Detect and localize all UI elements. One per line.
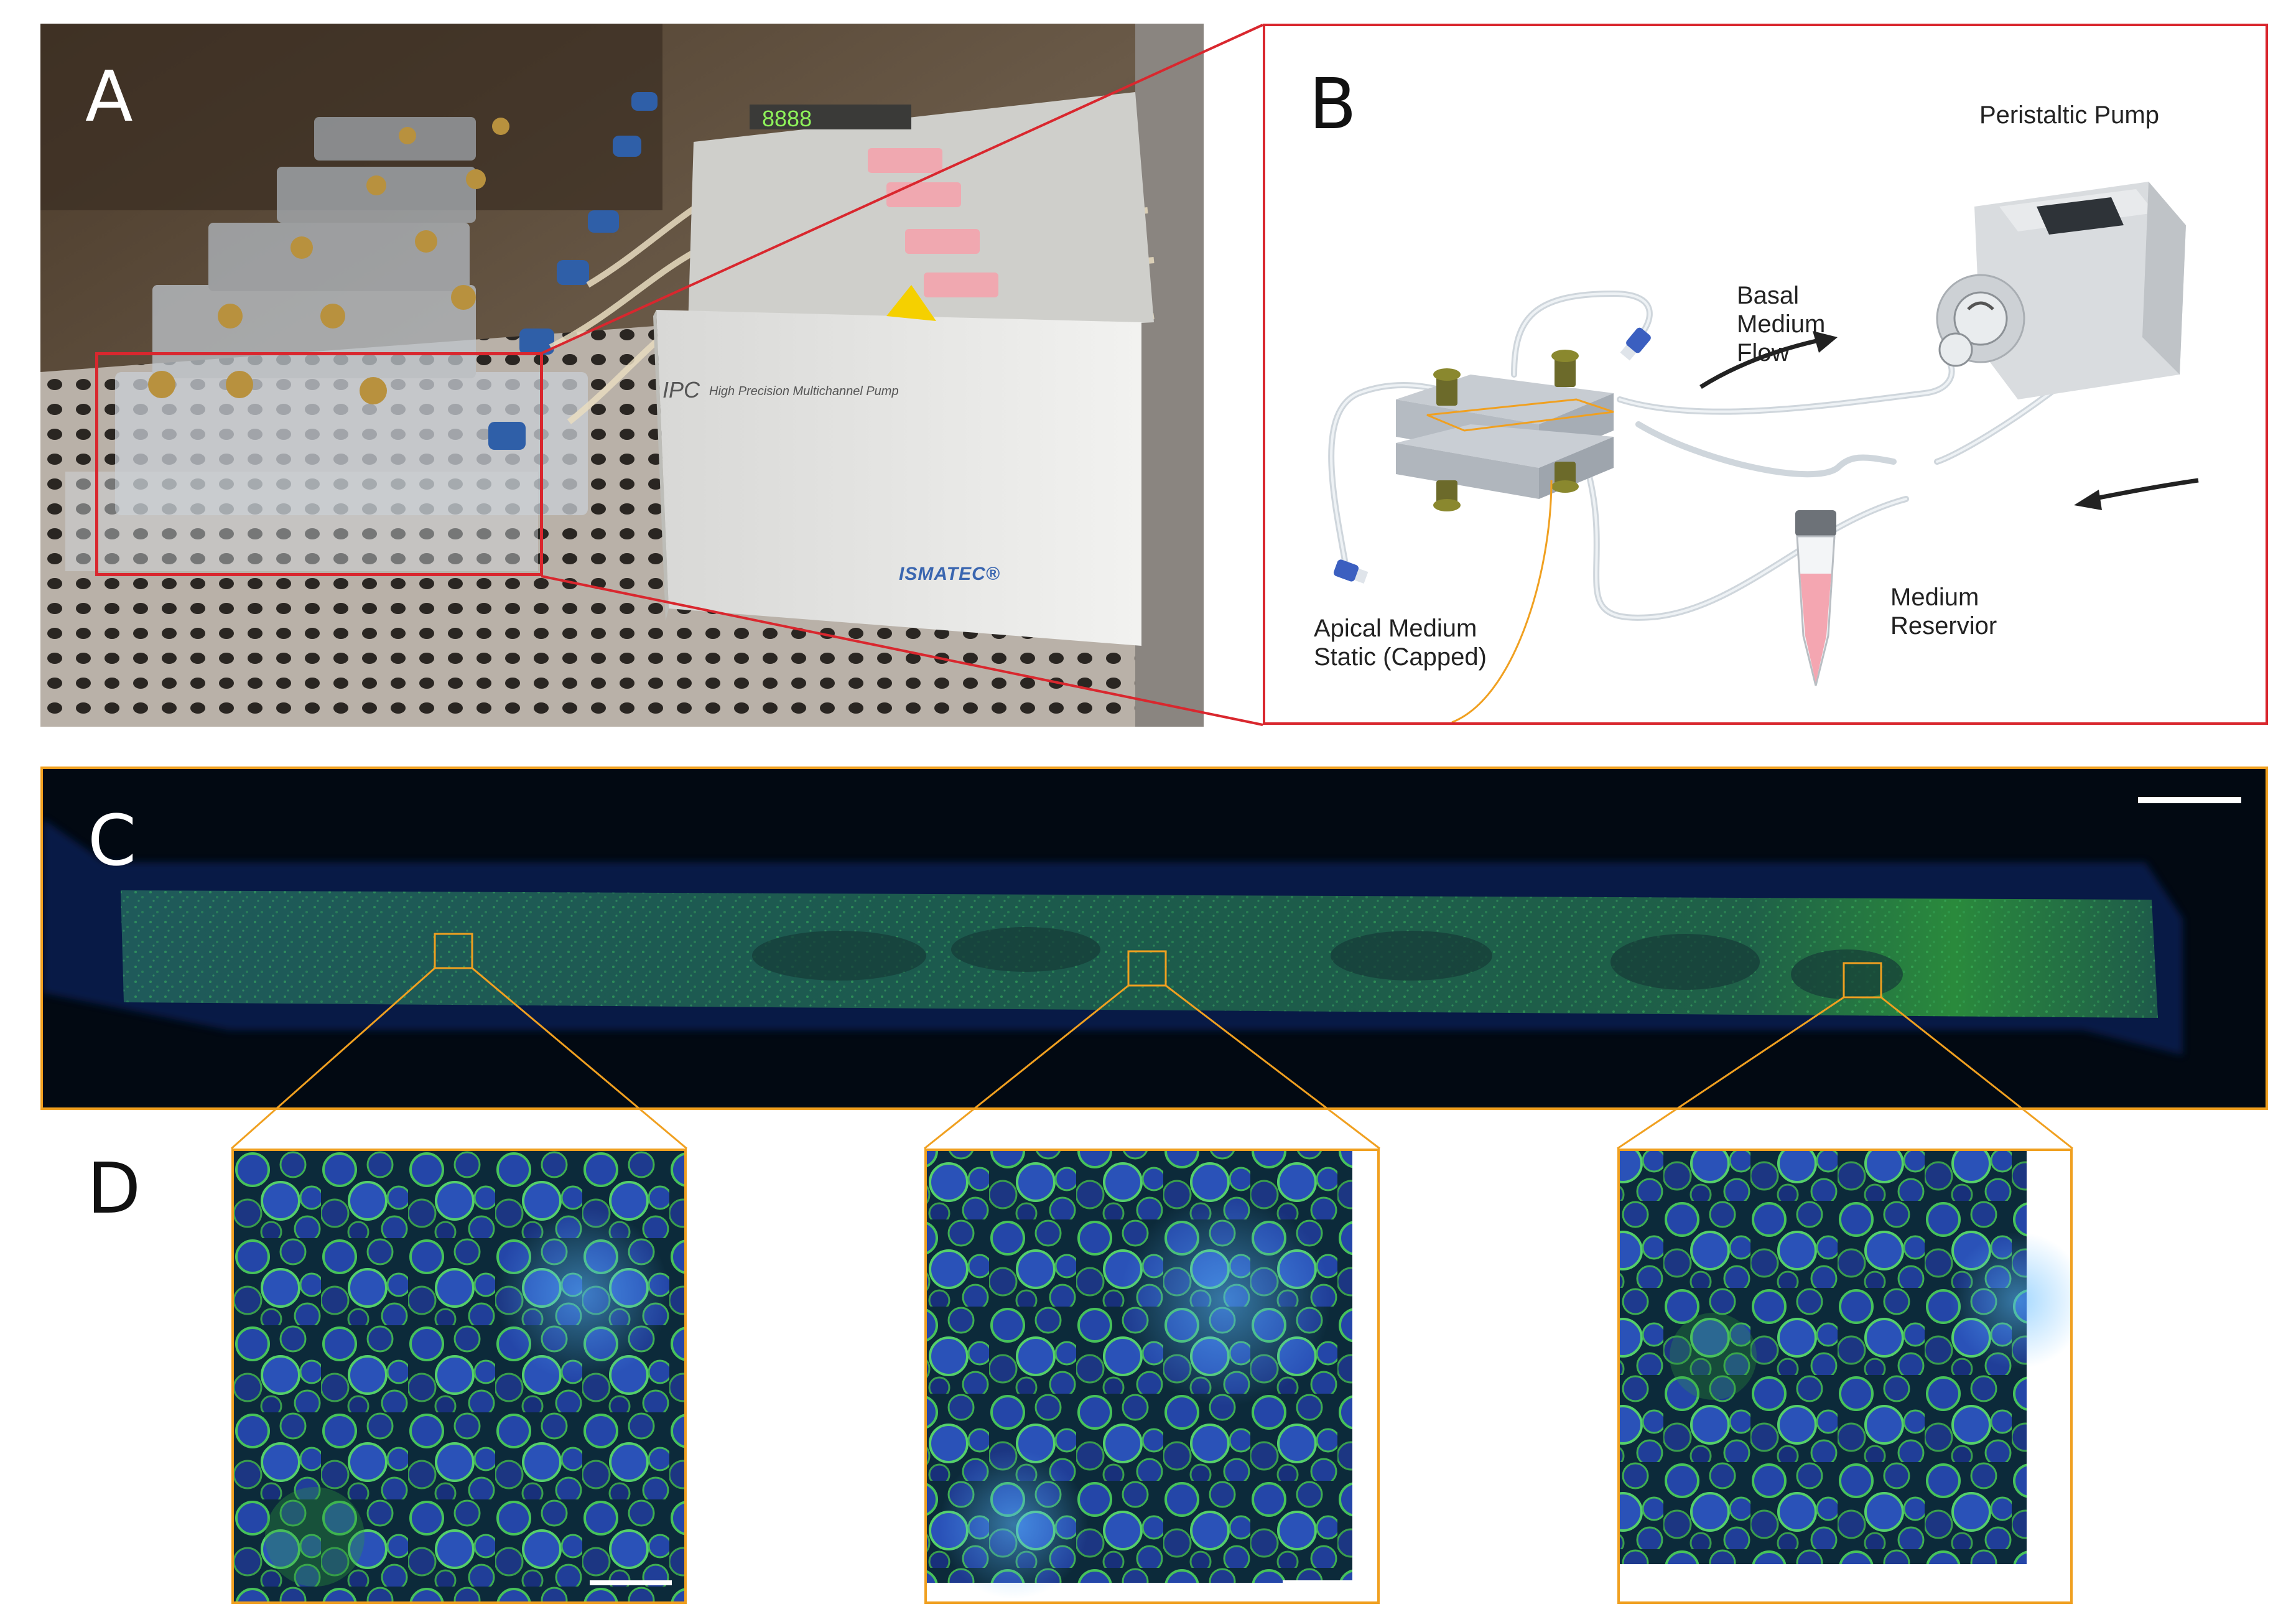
- panel-c: C: [40, 767, 2268, 1110]
- micrograph-2: [924, 1149, 1380, 1604]
- panel-c-scale-bar: [2138, 797, 2241, 803]
- basal-flow-label-line-1: Basal: [1737, 282, 1800, 309]
- basal-flow-arrow: [1699, 338, 1820, 389]
- panel-c-letter: C: [88, 801, 137, 882]
- basal-flow-label-line-2: Medium: [1737, 310, 1826, 338]
- micrograph-3: [1617, 1149, 2073, 1604]
- micrograph-1: [231, 1149, 687, 1604]
- micrograph-2-scale-bar: [1283, 1580, 1365, 1585]
- medium-reservoir-tube: [1795, 510, 1836, 686]
- peristaltic-pump-illustration: [1936, 182, 2186, 399]
- pump-brand-label: ISMATEC®: [899, 564, 1000, 584]
- return-flow-arrow: [2092, 478, 2199, 501]
- panel-a-letter: A: [85, 57, 133, 137]
- pump-model-label: IPC: [662, 377, 700, 403]
- detail-highlight-box: [95, 352, 543, 576]
- basal-flow-label-line-3: Flow: [1737, 339, 1790, 366]
- pump-description-label: High Precision Multichannel Pump: [709, 385, 899, 398]
- medium-reservoir-label-line-1: Medium: [1890, 584, 1979, 611]
- medium-reservoir-label-line-2: Reservior: [1890, 612, 1997, 640]
- roi-box-1: [434, 933, 473, 969]
- tissue-strip-image: [43, 797, 2241, 1055]
- panel-d-letter: D: [87, 1149, 141, 1229]
- peristaltic-pump-label: Peristaltic Pump: [1979, 101, 2159, 129]
- apical-medium-label-line-2: Static (Capped): [1314, 643, 1487, 671]
- panel-b-letter: B: [1309, 64, 1357, 145]
- apical-medium-label-line-1: Apical Medium: [1314, 615, 1477, 642]
- roi-box-3: [1843, 962, 1882, 999]
- micrograph-1-scale-bar: [590, 1580, 672, 1585]
- panel-b: Peristaltic Pump Basal Medium Flow Apica…: [1263, 24, 2268, 725]
- roi-box-2: [1127, 950, 1167, 987]
- svg-text:8888: 8888: [762, 106, 812, 131]
- culture-chamber: [1396, 350, 1614, 511]
- flow-schematic: [1328, 182, 2199, 722]
- micrograph-3-scale-bar: [1976, 1580, 2058, 1585]
